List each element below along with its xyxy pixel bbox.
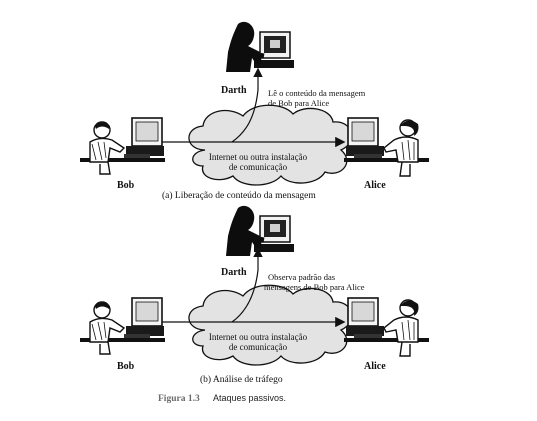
bob-icon: [79, 297, 166, 355]
network-line-2: de comunicação: [229, 342, 288, 352]
network-line-1: Internet ou outra instalação: [209, 152, 308, 162]
annotation-line-2: mensagens de Bob para Alice: [264, 282, 365, 292]
annotation-line-2: de Bob para Alice: [268, 98, 329, 108]
panel-b-caption: (b) Análise de tráfego: [200, 374, 283, 385]
figure-title: Ataques passivos.: [213, 393, 286, 403]
network-line-2: de comunicação: [229, 162, 288, 172]
figure-number: Figura 1.3: [158, 394, 200, 404]
panel-a-caption: (a) Liberação de conteúdo da mensagem: [162, 190, 316, 201]
cloud-network-icon: [188, 104, 353, 186]
panel-b: Darth Observa padrão das mensagens de Bo…: [79, 206, 430, 385]
alice-label: Alice: [364, 361, 386, 372]
darth-label: Darth: [221, 267, 247, 278]
alice-icon: [343, 297, 430, 357]
darth-label: Darth: [221, 85, 247, 96]
intercept-arrow: [231, 67, 263, 143]
alice-icon: [343, 117, 430, 177]
annotation-line-1: Observa padrão das: [268, 272, 335, 282]
intercept-arrow: [231, 247, 263, 323]
bob-label: Bob: [117, 180, 135, 191]
alice-label: Alice: [364, 180, 386, 191]
cloud-network-icon: [188, 284, 353, 366]
hacker-at-computer-icon: [226, 22, 294, 72]
hacker-at-computer-icon: [226, 206, 294, 256]
panel-a: Darth Lê o conteúdo da mensagem de Bob p…: [79, 22, 430, 201]
bob-label: Bob: [117, 361, 135, 372]
annotation-line-1: Lê o conteúdo da mensagem: [268, 88, 366, 98]
bob-icon: [79, 117, 166, 175]
network-line-1: Internet ou outra instalação: [209, 332, 308, 342]
